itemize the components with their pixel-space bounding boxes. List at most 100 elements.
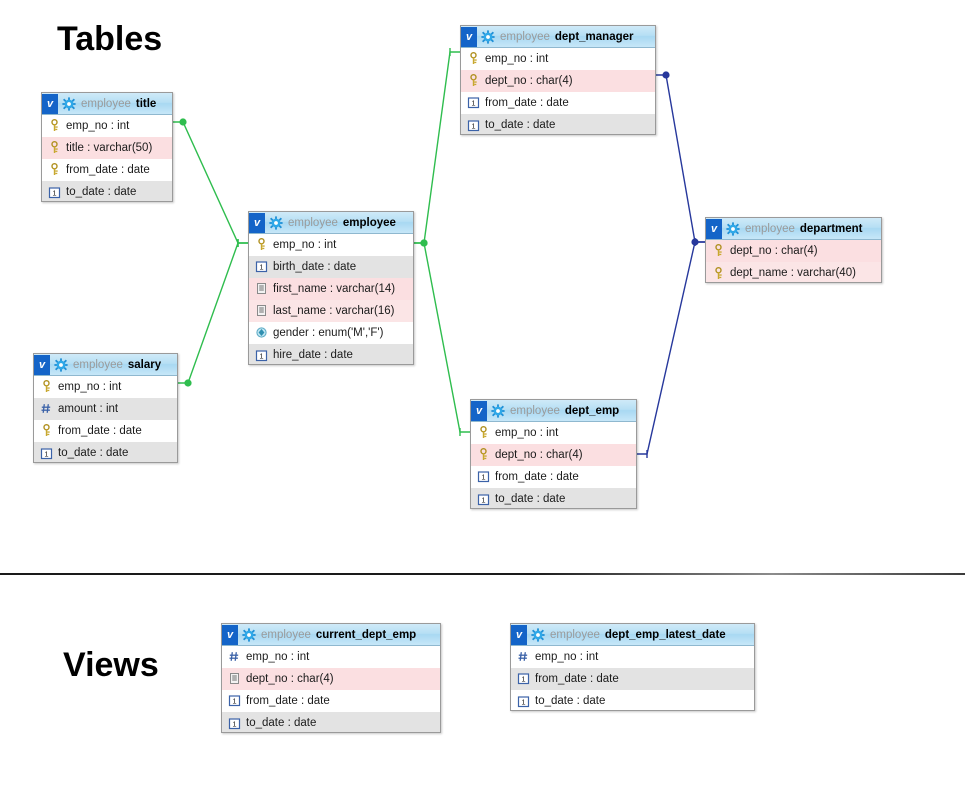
relation-employee-dept_manager[interactable] [414, 48, 460, 247]
view-badge-icon: v [222, 624, 238, 645]
entity-field-row[interactable]: dept_no : char(4) [471, 444, 636, 466]
tables-section-heading: Tables [57, 20, 163, 58]
field-label: emp_no : int [66, 119, 130, 132]
entity-field-row[interactable]: dept_no : char(4) [461, 70, 655, 92]
entity-field-row[interactable]: dept_no : char(4) [706, 240, 881, 262]
entity-field-row[interactable]: emp_no : int [42, 115, 172, 137]
entity-field-row[interactable]: emp_no : int [222, 646, 440, 668]
number-icon [518, 652, 528, 661]
field-label: hire_date : date [273, 349, 353, 361]
svg-text:1: 1 [481, 495, 485, 504]
field-label: emp_no : int [485, 52, 549, 65]
key-icon-wrap [467, 74, 485, 87]
calendar-icon: 1 [228, 717, 241, 729]
gear-icon-wrap[interactable] [54, 357, 73, 372]
view-badge-icon: v [34, 354, 50, 375]
entity-field-row[interactable]: title : varchar(50) [42, 137, 172, 159]
entity-field-row[interactable]: emp_no : int [249, 234, 413, 256]
entity-field-row[interactable]: amount : int [34, 398, 177, 420]
relation-title-employee[interactable] [173, 118, 248, 247]
calendar-icon-wrap: 1 [40, 447, 58, 460]
view-badge-icon: v [249, 212, 265, 233]
gear-icon-wrap[interactable] [269, 215, 288, 230]
entity-field-row[interactable]: dept_no : char(4) [222, 668, 440, 690]
entity-field-row[interactable]: first_name : varchar(14) [249, 278, 413, 300]
entity-field-row[interactable]: from_date : date [42, 159, 172, 181]
entity-field-row[interactable]: emp_no : int [471, 422, 636, 444]
gear-icon-wrap[interactable] [62, 96, 81, 111]
key-icon-wrap [48, 141, 66, 154]
field-label: title : varchar(50) [66, 141, 153, 154]
key-icon [470, 74, 477, 86]
relation-department-dept_emp[interactable] [637, 238, 705, 458]
calendar-icon-wrap: 1 [477, 470, 495, 483]
field-label: to_date : date [495, 493, 566, 505]
gear-icon-wrap[interactable] [242, 627, 261, 642]
calendar-icon: 1 [517, 673, 530, 685]
section-divider [0, 573, 965, 575]
svg-text:1: 1 [232, 719, 236, 728]
gear-icon [481, 29, 495, 44]
entity-field-row[interactable]: gender : enum('M','F') [249, 322, 413, 344]
entity-name-label: employee [342, 216, 396, 229]
gear-icon [491, 403, 505, 418]
entity-field-row[interactable]: emp_no : int [461, 48, 655, 70]
relation-employee-dept_emp[interactable] [414, 239, 470, 436]
gear-icon-wrap[interactable] [481, 29, 500, 44]
relation-salary-employee[interactable] [178, 239, 248, 387]
gear-icon-wrap[interactable] [531, 627, 550, 642]
entity-field-row[interactable]: 1 to_date : date [222, 712, 440, 732]
field-label: to_date : date [66, 186, 137, 198]
field-label: dept_no : char(4) [730, 244, 818, 257]
entity-field-row[interactable]: emp_no : int [511, 646, 754, 668]
number-icon-wrap [228, 650, 246, 663]
gear-icon [531, 627, 545, 642]
entity-field-row[interactable]: emp_no : int [34, 376, 177, 398]
entity-field-row[interactable]: last_name : varchar(16) [249, 300, 413, 322]
entity-field-row[interactable]: dept_name : varchar(40) [706, 262, 881, 282]
gear-icon-wrap[interactable] [726, 221, 745, 236]
calendar-icon-wrap: 1 [517, 695, 535, 708]
text-icon-wrap [255, 304, 273, 317]
key-icon [480, 426, 487, 438]
relation-dept_manager-department[interactable] [656, 71, 705, 246]
field-label: to_date : date [246, 717, 317, 729]
gear-icon-wrap[interactable] [491, 403, 510, 418]
calendar-icon: 1 [40, 447, 53, 459]
view-badge-icon: v [706, 218, 722, 239]
enum-icon-wrap [255, 326, 273, 339]
key-icon [43, 380, 50, 392]
svg-text:1: 1 [44, 449, 48, 458]
calendar-icon-wrap: 1 [255, 349, 273, 362]
field-label: to_date : date [535, 695, 606, 707]
entity-field-row[interactable]: 1 to_date : date [471, 488, 636, 508]
entity-field-row[interactable]: from_date : date [34, 420, 177, 442]
calendar-icon: 1 [467, 119, 480, 131]
